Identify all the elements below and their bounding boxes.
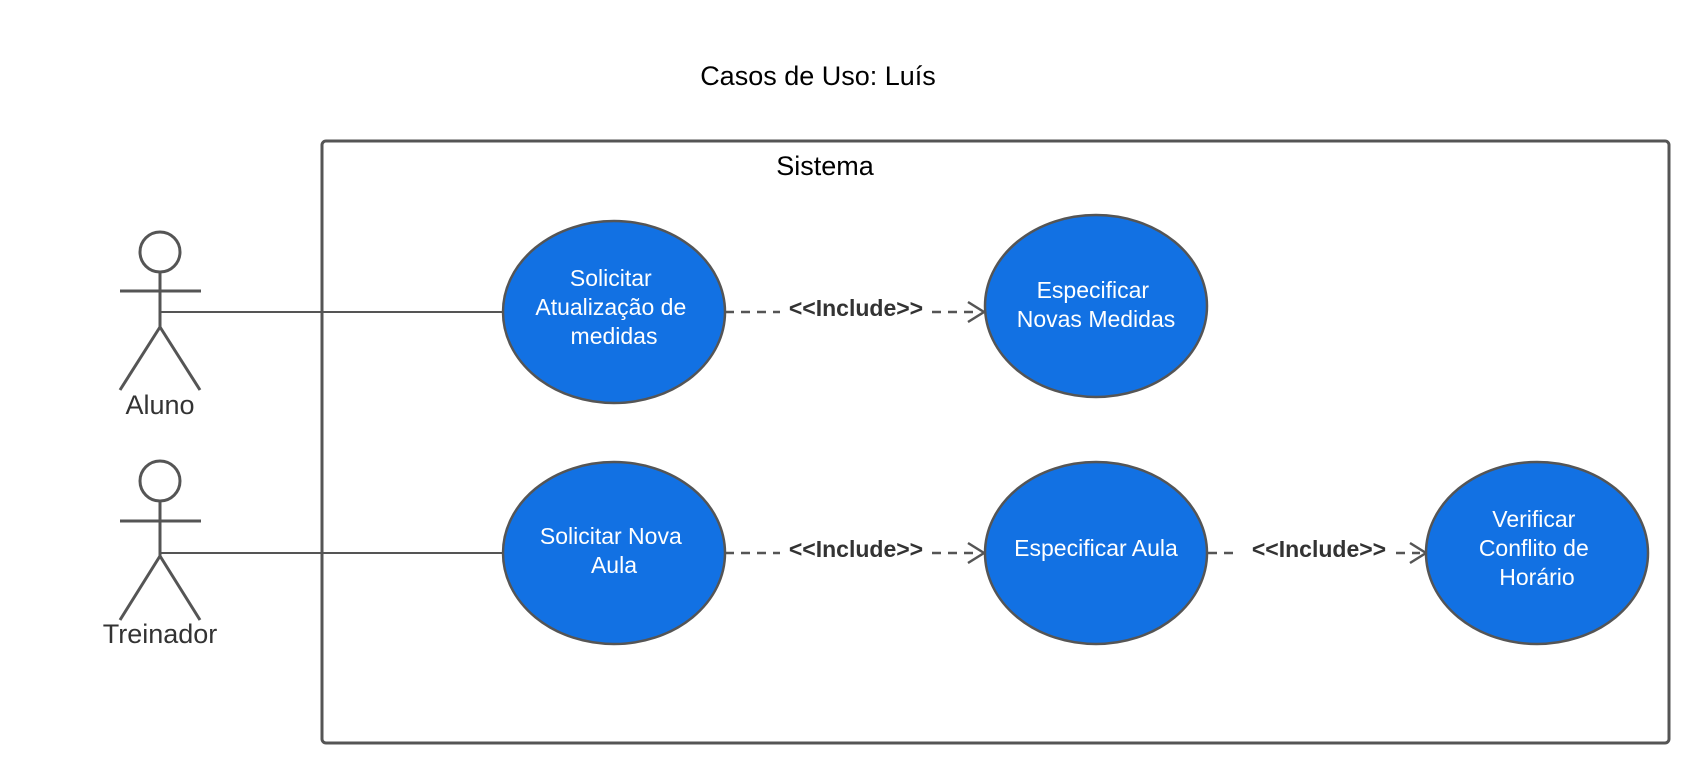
system-label: Sistema [776,151,875,181]
use-case-label: Solicitar Nova [540,523,682,549]
use-case-label: Solicitar [570,265,652,291]
svg-text:Solicitar Atualização de: Solicitar Atualização de medidas [535,265,692,349]
use-case-uc1[interactable]: Solicitar Atualização de medidas [501,219,727,405]
use-case-label: Conflito de [1479,535,1589,561]
use-case-label: Especificar Aula [1014,535,1178,561]
use-case-label: Verificar [1492,506,1575,532]
use-case-label: Horário [1499,564,1574,590]
use-case-label: Novas Medidas [1017,306,1176,332]
svg-text:Especificar Aula: Especificar Aula [1014,535,1178,561]
actor-stick-figure-icon [118,230,202,391]
include-label: <<Include>> [789,536,923,562]
use-case-uc4[interactable]: Especificar Aula [983,460,1209,646]
system-boundary [320,139,1671,745]
actor-stick-figure-icon [118,459,202,621]
include-label: <<Include>> [1252,536,1386,562]
use-case-label: Atualização de [535,294,686,320]
use-case-label: medidas [571,323,658,349]
use-case-uc5[interactable]: Verificar Conflito de Horário [1424,460,1650,646]
svg-text:Solicitar Nova Aula: Solicitar Nova Aula [540,523,688,578]
svg-text:Especificar Novas Medida: Especificar Novas Medidas [1017,277,1176,332]
use-case-label: Especificar [1037,277,1150,303]
include-label: <<Include>> [789,295,923,321]
svg-text:Verificar Conflito de: Verificar Conflito de Horário [1479,506,1595,590]
actor-aluno[interactable]: Aluno [118,230,202,420]
use-case-uc2[interactable]: Especificar Novas Medidas [983,213,1209,399]
actor-treinador[interactable]: Treinador [103,459,218,649]
diagram-title: Casos de Uso: Luís [700,61,936,91]
use-case-uc3[interactable]: Solicitar Nova Aula [501,460,727,646]
actor-label-treinador: Treinador [103,619,218,649]
use-case-label: Aula [591,552,637,578]
actor-label-aluno: Aluno [125,390,194,420]
